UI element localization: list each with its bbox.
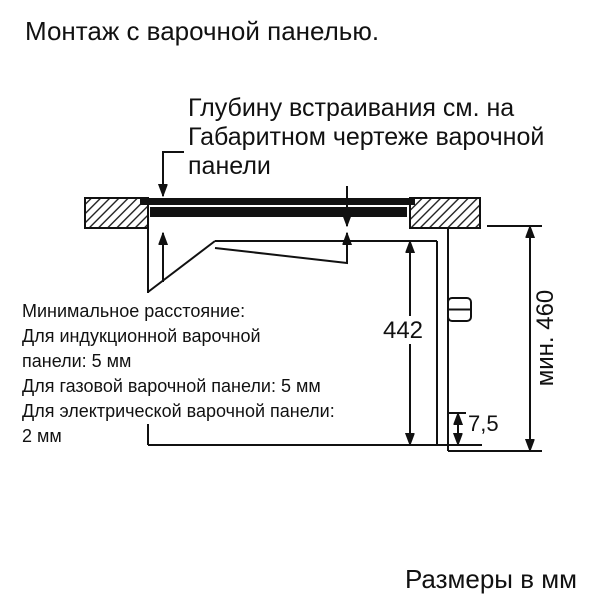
hob-panel [140, 198, 415, 217]
countertop-right-section [409, 197, 481, 229]
annotation-leader-arrow [163, 151, 184, 196]
page-title: Монтаж с варочной панелью. [25, 16, 379, 46]
note-line-5: Для электрической варочной панели: [22, 401, 335, 421]
hob-body [150, 207, 407, 217]
note-line-1: Минимальное расстояние: [22, 301, 245, 321]
note-line-2: Для индукционной варочной [22, 326, 261, 346]
clearance-up-arrow-rear [214, 233, 347, 265]
dimension-442: 442 [378, 241, 428, 445]
oven-cabinet [147, 228, 482, 451]
annotation-line-1: Глубину встраивания см. на [188, 94, 514, 122]
note-line-4: Для газовой варочной панели: 5 мм [22, 376, 321, 396]
countertop [84, 197, 481, 229]
depth-annotation: Глубину встраивания см. на Габаритном че… [163, 94, 544, 196]
annotation-line-2: Габаритном чертеже варочной [188, 123, 544, 151]
dimension-442-label-bg [378, 316, 428, 344]
dimension-442-label: 442 [383, 317, 423, 344]
note-line-3: панели: 5 мм [22, 351, 131, 371]
hob-top-plate [140, 198, 415, 205]
dimension-460-label: мин. 460 [532, 290, 559, 387]
units-note: Размеры в мм [405, 564, 577, 594]
dimension-min-460: мин. 460 [448, 225, 559, 452]
countertop-left-section [84, 197, 149, 229]
dimension-7-5: 7,5 [448, 411, 499, 445]
dimension-75-label: 7,5 [468, 411, 499, 436]
note-line-6: 2 мм [22, 426, 62, 446]
clearance-arrows [163, 186, 347, 282]
minimal-distance-note: Минимальное расстояние: Для индукционной… [22, 301, 335, 446]
oven-angled-front-edge [147, 240, 216, 293]
annotation-line-3: панели [188, 152, 271, 180]
